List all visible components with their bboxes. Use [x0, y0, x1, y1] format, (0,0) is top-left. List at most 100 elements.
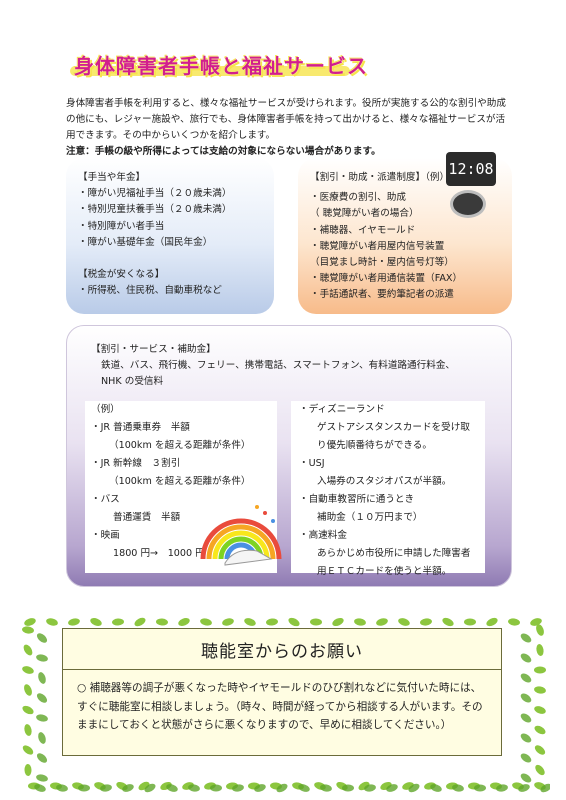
leaf-shape: [188, 784, 200, 792]
leaf-shape: [452, 784, 464, 792]
leaf-shape: [376, 618, 388, 626]
list-item: ・特別障がい者手当: [78, 220, 165, 232]
leaf-shape: [24, 618, 36, 626]
example-item: ・JR 普通乗車券 半額: [91, 422, 190, 433]
leaf-shape: [420, 618, 432, 626]
leaf-shape: [36, 654, 48, 662]
leaf-shape: [496, 784, 508, 792]
subsidy-heading: 【割引・助成・派遣制度】（例）: [310, 172, 450, 183]
leaf-shape: [540, 783, 550, 793]
list-item: ・障がい基礎年金（国民年金）: [78, 236, 213, 248]
leaf-shape: [24, 724, 32, 736]
title-highlight: [70, 66, 350, 76]
list-item: （目覚まし時計・屋内信号灯等）: [310, 257, 454, 269]
discount-examples-left: （例） ・JR 普通乗車券 半額 （100km を超える距離が条件） ・JR 新…: [85, 401, 282, 573]
tax-heading: 【税金が安くなる】: [78, 269, 165, 281]
leaf-shape: [222, 618, 234, 626]
list-item: ・特別児童扶養手当（２０歳未満）: [78, 204, 232, 216]
leaf-shape: [266, 618, 278, 626]
leaf-shape: [232, 784, 244, 792]
leaf-shape: [276, 783, 288, 793]
leaf-shape: [22, 705, 34, 715]
leaf-shape: [46, 618, 58, 626]
leaf-shape: [520, 693, 532, 703]
list-item: ・聴覚障がい者用屋内信号装置: [310, 240, 445, 252]
example-item: ・USJ: [299, 458, 325, 469]
leaf-border-decoration: [22, 617, 550, 793]
leaf-shape: [520, 673, 532, 683]
notice-divider: [63, 669, 501, 670]
example-label: （例）: [91, 404, 120, 415]
leaf-shape: [144, 783, 156, 793]
leaf-shape: [354, 618, 366, 626]
alarm-clock-image: 12:08: [446, 152, 496, 186]
leaf-shape: [36, 633, 48, 643]
leaf-shape: [342, 784, 354, 792]
note-text: 注意：手帳の級や所得によっては支給の対象にならない場合があります。: [66, 146, 381, 157]
leaf-shape: [508, 618, 520, 626]
leaf-shape: [520, 713, 532, 723]
leaf-shape: [36, 753, 48, 763]
discount-line: 鉄道、バス、飛行機、フェリー、携帯電話、スマートフォン、有料道路通行料金、: [101, 360, 456, 371]
leaf-shape: [430, 784, 442, 792]
example-detail: ゲストアシスタンスカードを受け取: [317, 422, 470, 433]
leaf-shape: [408, 783, 420, 793]
notice-body: ○ 補聴器等の調子が悪くなった時やイヤモールドのひび割れなどに気付いた時には、す…: [77, 682, 483, 731]
bed-shaker-image: [450, 190, 486, 218]
leaf-shape: [56, 784, 68, 792]
leaf-shape: [332, 617, 344, 627]
leaf-shape: [530, 618, 542, 626]
leaf-shape: [112, 618, 124, 626]
example-detail: 入場券のスタジオパスが半額。: [317, 476, 452, 487]
list-item: ・障がい児福祉手当（２０歳未満）: [78, 188, 232, 200]
leaf-shape: [36, 774, 48, 782]
list-item: ・聴覚障がい者用通信装置（FAX）: [310, 273, 463, 285]
leaf-shape: [36, 693, 48, 703]
leaf-shape: [22, 745, 34, 755]
leaf-shape: [254, 784, 266, 792]
leaf-shape: [535, 764, 545, 776]
example-detail: （100km を超える距離が条件）: [109, 440, 251, 451]
intro-paragraph: 身体障害者手帳を利用すると、様々な福祉サービスが受けられます。役所が実施する公的…: [66, 98, 506, 141]
example-detail: 用ＥＴＣカードを使うと半額。: [317, 566, 452, 577]
leaf-shape: [23, 644, 33, 656]
example-detail: 補助金（１０万円まで）: [317, 512, 423, 523]
leaf-shape: [536, 644, 544, 656]
leaf-shape: [178, 618, 190, 626]
leaf-shape: [68, 618, 80, 626]
leaf-shape: [486, 617, 498, 627]
leaf-shape: [518, 784, 530, 792]
list-item: ・医療費の割引、助成: [310, 192, 406, 204]
leaf-shape: [534, 706, 546, 714]
leaf-shape: [534, 686, 546, 694]
leaf-shape: [90, 618, 102, 626]
discount-box: 【割引・サービス・補助金】 鉄道、バス、飛行機、フェリー、携帯電話、スマートフォ…: [66, 325, 512, 587]
list-item: ・所得税、住民税、自動車税など: [78, 285, 222, 297]
leaf-shape: [520, 633, 532, 643]
leaf-shape: [78, 784, 90, 792]
leaf-shape: [534, 725, 546, 735]
leaf-shape: [310, 618, 322, 626]
example-item: ・バス: [91, 494, 120, 505]
leaf-shape: [22, 626, 34, 634]
example-item: ・JR 新幹線 ３割引: [91, 458, 181, 469]
rainbow-train-illustration: [200, 505, 282, 566]
leaf-shape: [122, 784, 134, 792]
notice-box: 聴能室からのお願い ○ 補聴器等の調子が悪くなった時やイヤモールドのひび割れなど…: [62, 628, 502, 756]
example-detail: （100km を超える距離が条件）: [109, 476, 251, 487]
discount-intro: 【割引・サービス・補助金】 鉄道、バス、飛行機、フェリー、携帯電話、スマートフォ…: [91, 342, 491, 390]
example-detail: 普通運賃 半額: [113, 512, 181, 523]
example-detail: あらかじめ市役所に申請した障害者: [317, 548, 471, 559]
leaf-shape: [34, 784, 46, 792]
example-item: ・高速料金: [299, 530, 347, 541]
leaf-shape: [464, 618, 476, 626]
list-item: ・補聴器、イヤモールド: [310, 224, 416, 236]
discount-examples-right: ・ディズニーランド ゲストアシスタンスカードを受け取 り優先順番待ちができる。 …: [291, 401, 485, 577]
leaf-shape: [364, 784, 376, 792]
leaf-shape: [134, 617, 146, 627]
leaf-shape: [386, 784, 398, 792]
leaf-shape: [534, 745, 546, 755]
leaf-shape: [398, 618, 410, 626]
leaf-shape: [520, 773, 532, 783]
example-item: ・映画: [91, 530, 120, 541]
